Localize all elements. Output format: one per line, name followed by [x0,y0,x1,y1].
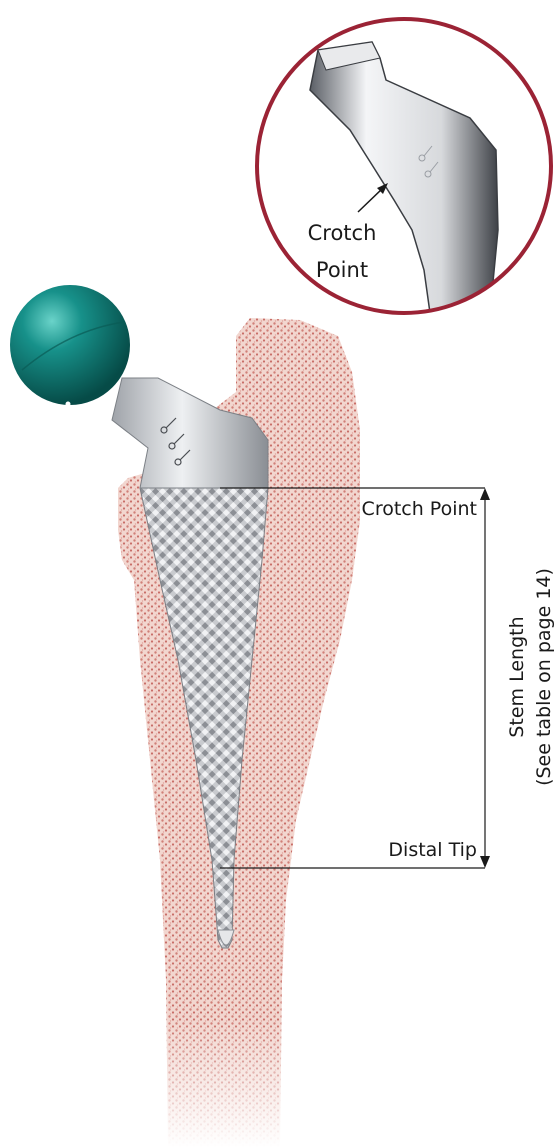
stem-length-label: Stem Length (See table on page 14) [504,517,557,837]
stem-length-label-line2: (See table on page 14) [531,517,557,837]
inset-magnified-view: Crotch Point [257,19,551,313]
stem-length-label-line1: Stem Length [504,517,531,837]
distal-tip-label: Distal Tip [388,839,477,861]
crotch-point-label: Crotch Point [362,498,477,520]
inset-crotch-label-line2: Point [316,258,368,282]
inset-crotch-label-line1: Crotch [308,221,377,245]
femoral-head [10,285,130,407]
